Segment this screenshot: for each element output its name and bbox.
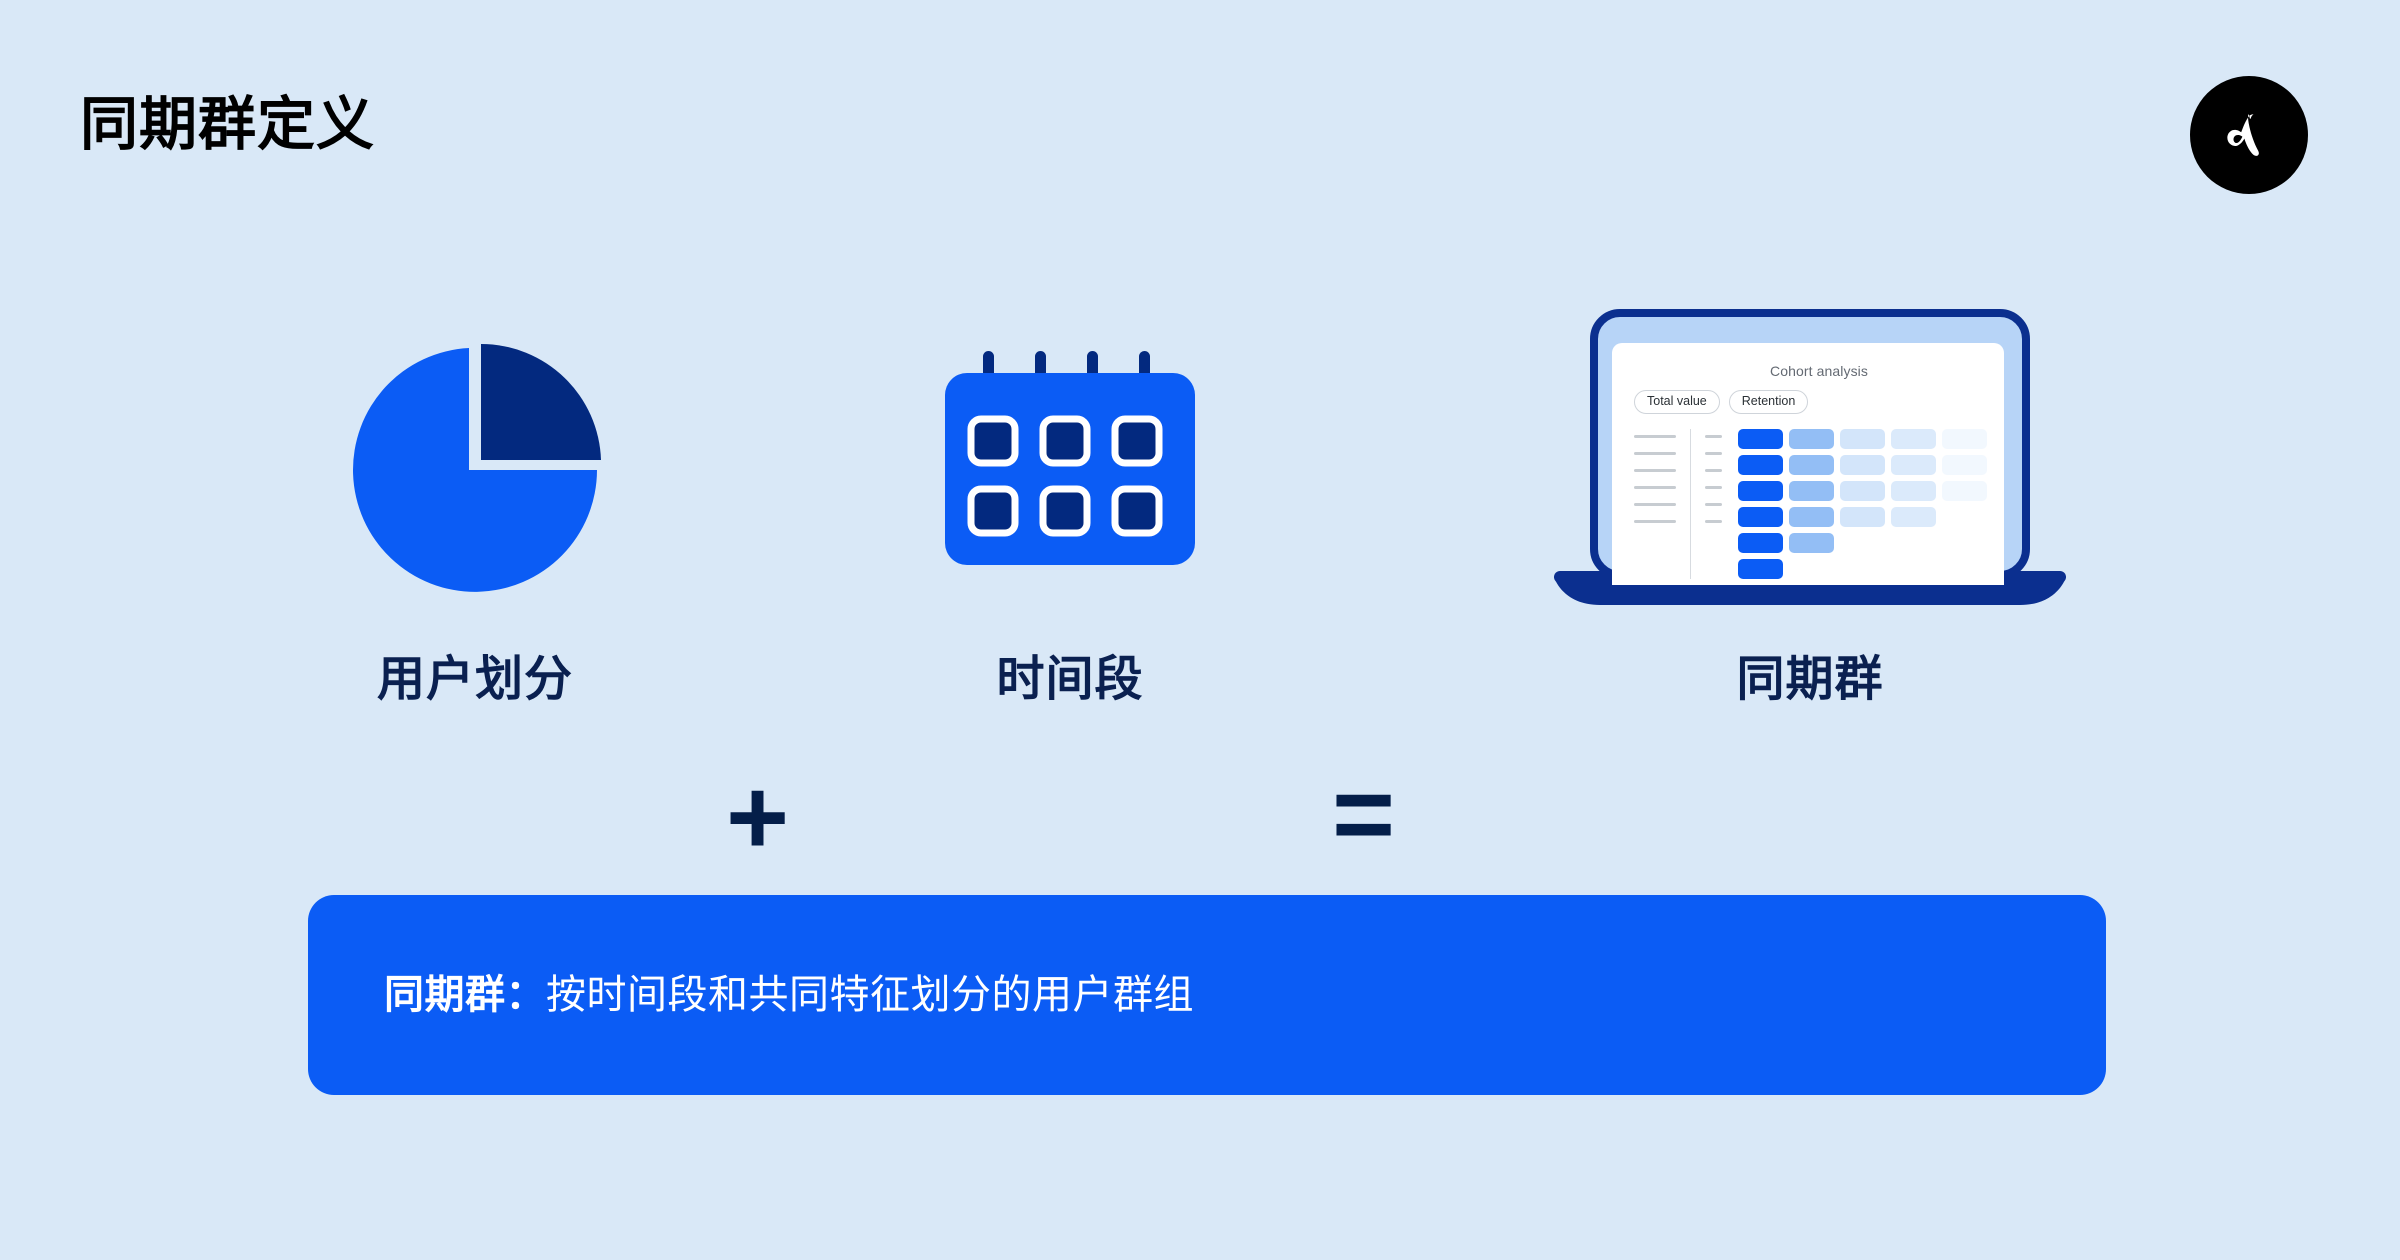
cohort-heatmap-cell[interactable] <box>1891 454 1936 475</box>
cohort-heatmap-cell[interactable] <box>1942 454 1987 475</box>
cohort-heatmap-cell[interactable] <box>1891 428 1936 449</box>
concept-diagram: 用户划分 + <box>0 309 2400 871</box>
cohort-heatmap <box>1738 428 1987 579</box>
cohort-heatmap-cell[interactable] <box>1891 480 1936 501</box>
cohort-heatmap-row <box>1738 454 1987 475</box>
definition-body: 按时间段和共同特征划分的用户群组 <box>546 973 1194 1017</box>
cohort-size-column <box>1705 429 1722 523</box>
definition-lead: 同期群： <box>384 973 546 1017</box>
definition-text: 同期群：按时间段和共同特征划分的用户群组 <box>308 970 1194 1020</box>
diagram-caption-timeframe: 时间段 <box>996 653 1144 706</box>
cohort-heatmap-cell[interactable] <box>1840 428 1885 449</box>
cohort-heatmap-cell[interactable] <box>1789 532 1834 553</box>
row-size-placeholder <box>1705 468 1722 472</box>
diagram-caption-cohort: 同期群 <box>1736 653 1884 706</box>
pill-total-value[interactable]: Total value <box>1634 390 1720 414</box>
cohort-heatmap-row <box>1738 506 1987 527</box>
calendar-icon-box <box>870 320 1270 620</box>
cohort-heatmap-row <box>1738 532 1987 553</box>
cohort-heatmap-row <box>1738 558 1987 579</box>
definition-banner: 同期群：按时间段和共同特征划分的用户群组 <box>308 895 2106 1095</box>
row-label-placeholder <box>1634 519 1676 523</box>
laptop-icon-box: Cohort analysis Total value Retention <box>1500 309 2120 620</box>
cohort-heatmap-cell[interactable] <box>1738 532 1783 553</box>
diagram-item-cohort: Cohort analysis Total value Retention <box>1500 309 2120 706</box>
cohort-heatmap-cell[interactable] <box>1942 480 1987 501</box>
diagram-item-user-split: 用户划分 <box>250 320 700 704</box>
row-size-placeholder <box>1705 485 1722 489</box>
row-label-placeholder <box>1634 485 1676 489</box>
amplitude-logo <box>2190 76 2308 194</box>
diagram-item-timeframe: 时间段 <box>870 320 1270 704</box>
pie-chart-icon-box <box>250 320 700 620</box>
laptop-cohort-icon: Cohort analysis Total value Retention <box>1550 305 2070 635</box>
row-size-placeholder <box>1705 502 1722 506</box>
cohort-heatmap-cell[interactable] <box>1738 558 1783 579</box>
row-size-placeholder <box>1705 519 1722 523</box>
row-label-placeholder <box>1634 502 1676 506</box>
cohort-heatmap-cell[interactable] <box>1840 454 1885 475</box>
cohort-heatmap-cell[interactable] <box>1738 480 1783 501</box>
cohort-heatmap-cell[interactable] <box>1891 506 1936 527</box>
cohort-heatmap-cell[interactable] <box>1942 428 1987 449</box>
page-title: 同期群定义 <box>80 92 376 157</box>
cohort-heatmap-cell[interactable] <box>1738 428 1783 449</box>
operator-plus: + <box>726 756 790 877</box>
operator-equals: = <box>1332 753 1396 874</box>
row-label-placeholder <box>1634 434 1676 438</box>
table-divider <box>1690 428 1691 579</box>
cohort-heatmap-cell[interactable] <box>1738 506 1783 527</box>
cohort-heatmap-cell[interactable] <box>1789 454 1834 475</box>
cohort-heatmap-cell[interactable] <box>1789 506 1834 527</box>
cohort-heatmap-cell[interactable] <box>1840 506 1885 527</box>
row-size-placeholder <box>1705 434 1722 438</box>
cohort-heatmap-cell[interactable] <box>1840 480 1885 501</box>
pie-chart-icon <box>347 342 603 598</box>
metric-pill-row: Total value Retention <box>1634 390 2004 414</box>
cohort-heatmap-cell[interactable] <box>1789 480 1834 501</box>
cohort-heatmap-cell[interactable] <box>1738 454 1783 475</box>
amplitude-logo-mark <box>2227 114 2259 156</box>
pill-retention[interactable]: Retention <box>1728 390 1809 414</box>
row-size-placeholder <box>1705 451 1722 455</box>
calendar-icon <box>939 339 1201 601</box>
cohort-table <box>1634 428 2004 579</box>
row-label-placeholder <box>1634 468 1676 472</box>
cohort-heatmap-row <box>1738 428 1987 449</box>
row-label-placeholder <box>1634 451 1676 455</box>
cohort-heatmap-row <box>1738 480 1987 501</box>
screen-title: Cohort analysis <box>1770 363 1868 379</box>
cohort-heatmap-cell[interactable] <box>1789 428 1834 449</box>
cohort-analysis-screen: Cohort analysis Total value Retention <box>1612 343 2004 585</box>
diagram-caption-user-split: 用户划分 <box>376 653 573 706</box>
cohort-row-labels <box>1634 429 1676 523</box>
